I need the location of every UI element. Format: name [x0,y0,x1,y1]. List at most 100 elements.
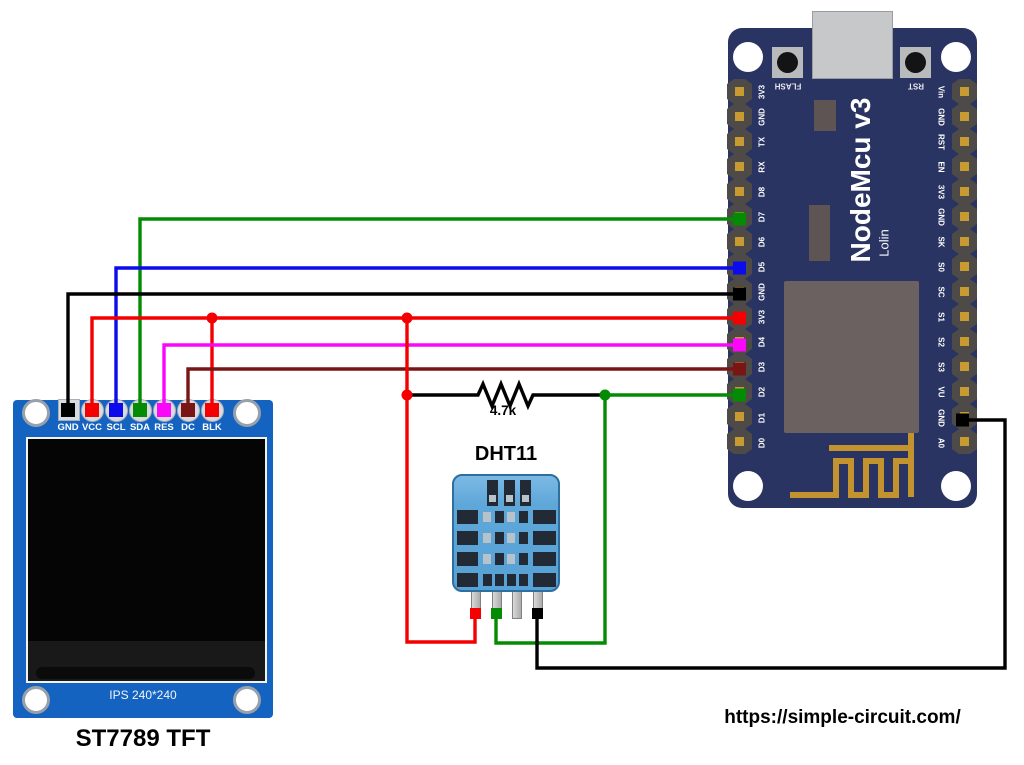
mounting-hole [941,471,971,501]
smd-component [814,100,836,131]
pin-socket [727,329,752,354]
pin-socket [952,329,977,354]
esp8266-chip [784,281,919,433]
watermark-url[interactable]: https://simple-circuit.com/ [724,707,961,728]
pin-label-right: A0 [936,437,946,449]
pin-socket [727,429,752,454]
pin-socket [727,204,752,229]
pin-socket [952,379,977,404]
pin-pad [735,387,744,396]
pin-pad [960,287,969,296]
pin-label-left: TX [757,136,767,148]
pin-label-right: GND [936,208,946,226]
smd-component [809,205,830,261]
pin-label-right: S3 [936,362,946,372]
pin-label-left: D1 [757,412,767,424]
pin-pad [960,212,969,221]
pin-socket [727,354,752,379]
dht11-leg [471,590,481,619]
pin-pad [960,262,969,271]
mounting-hole [233,686,261,714]
dht11-vent-row [454,531,558,546]
pin-label-left: D2 [757,386,767,398]
pin-socket [952,179,977,204]
pin-pad [960,137,969,146]
dht11-vent [487,480,498,506]
pin-pad [960,362,969,371]
pin-pad [735,362,744,371]
reset-button-cap [905,52,926,73]
pin-label-left: D3 [757,361,767,373]
junction-red [206,312,218,324]
dht11-vent-row [454,552,558,567]
pin-socket [952,354,977,379]
pin-label-right: SK [936,236,946,248]
pin-socket [952,129,977,154]
tft-caption: ST7789 TFT [75,725,211,752]
pin-pad [960,87,969,96]
mounting-hole [22,686,50,714]
dht11-leg [512,590,522,619]
pin-socket [727,404,752,429]
tft-pin-label: DC [181,422,195,433]
pin-label-right: EN [936,161,946,173]
pin-pad [735,112,744,121]
pin-socket [952,404,977,429]
junction-red [401,389,413,401]
pin-socket [727,104,752,129]
pin-label-left: D0 [757,437,767,449]
right-pin-header [952,79,977,454]
pin-pad [735,212,744,221]
mounting-hole [733,42,763,72]
pin-socket [727,304,752,329]
pin-socket [952,79,977,104]
junction-red [401,312,413,324]
tft-screen [26,437,267,683]
pin-socket [952,279,977,304]
pin-socket [952,229,977,254]
pin-pad [735,437,744,446]
pin-pad [735,187,744,196]
pin-label-left: RX [757,161,767,173]
pin-label-left: D6 [757,236,767,248]
pin-socket [727,154,752,179]
pin-label-left: D7 [757,211,767,223]
tft-pin-socket [177,399,200,422]
pin-socket [952,304,977,329]
pin-pad [735,287,744,296]
pin-label-left: 3V3 [757,84,767,100]
tft-pin-socket [81,399,104,422]
flash-button-cap [777,52,798,73]
pin-socket [727,279,752,304]
pin-label-right: GND [936,108,946,126]
mounting-hole [233,399,261,427]
pin-pad [960,337,969,346]
pin-label-left: GND [757,283,767,301]
pin-label-left: D4 [757,336,767,348]
flash-button [772,47,803,78]
reset-button-label: RST [908,81,924,91]
dht11-vent-row [454,510,558,525]
pin-pad [960,412,969,421]
pin-label-right: S1 [936,312,946,322]
pin-socket [952,204,977,229]
pin-socket [952,429,977,454]
pin-pad [960,237,969,246]
pin-pad [735,312,744,321]
tft-silkscreen-label: IPS 240*240 [109,688,177,702]
wire-scl-to-d5 [114,266,736,410]
pin-pad [960,112,969,121]
pin-pad [735,237,744,246]
pin-label-left: 3V3 [757,309,767,325]
pin-label-right: SC [936,286,946,298]
junction-green [599,389,611,401]
tft-pin-label: GND [57,422,79,433]
pin-socket [727,379,752,404]
flex-cable-bar [36,667,255,679]
tft-pin-label: SCL [106,422,126,433]
left-pin-header [727,79,752,454]
pin-pad [735,87,744,96]
board-title: NodeMcu v3 [845,97,876,263]
pin-socket [727,179,752,204]
pin-pad [960,162,969,171]
